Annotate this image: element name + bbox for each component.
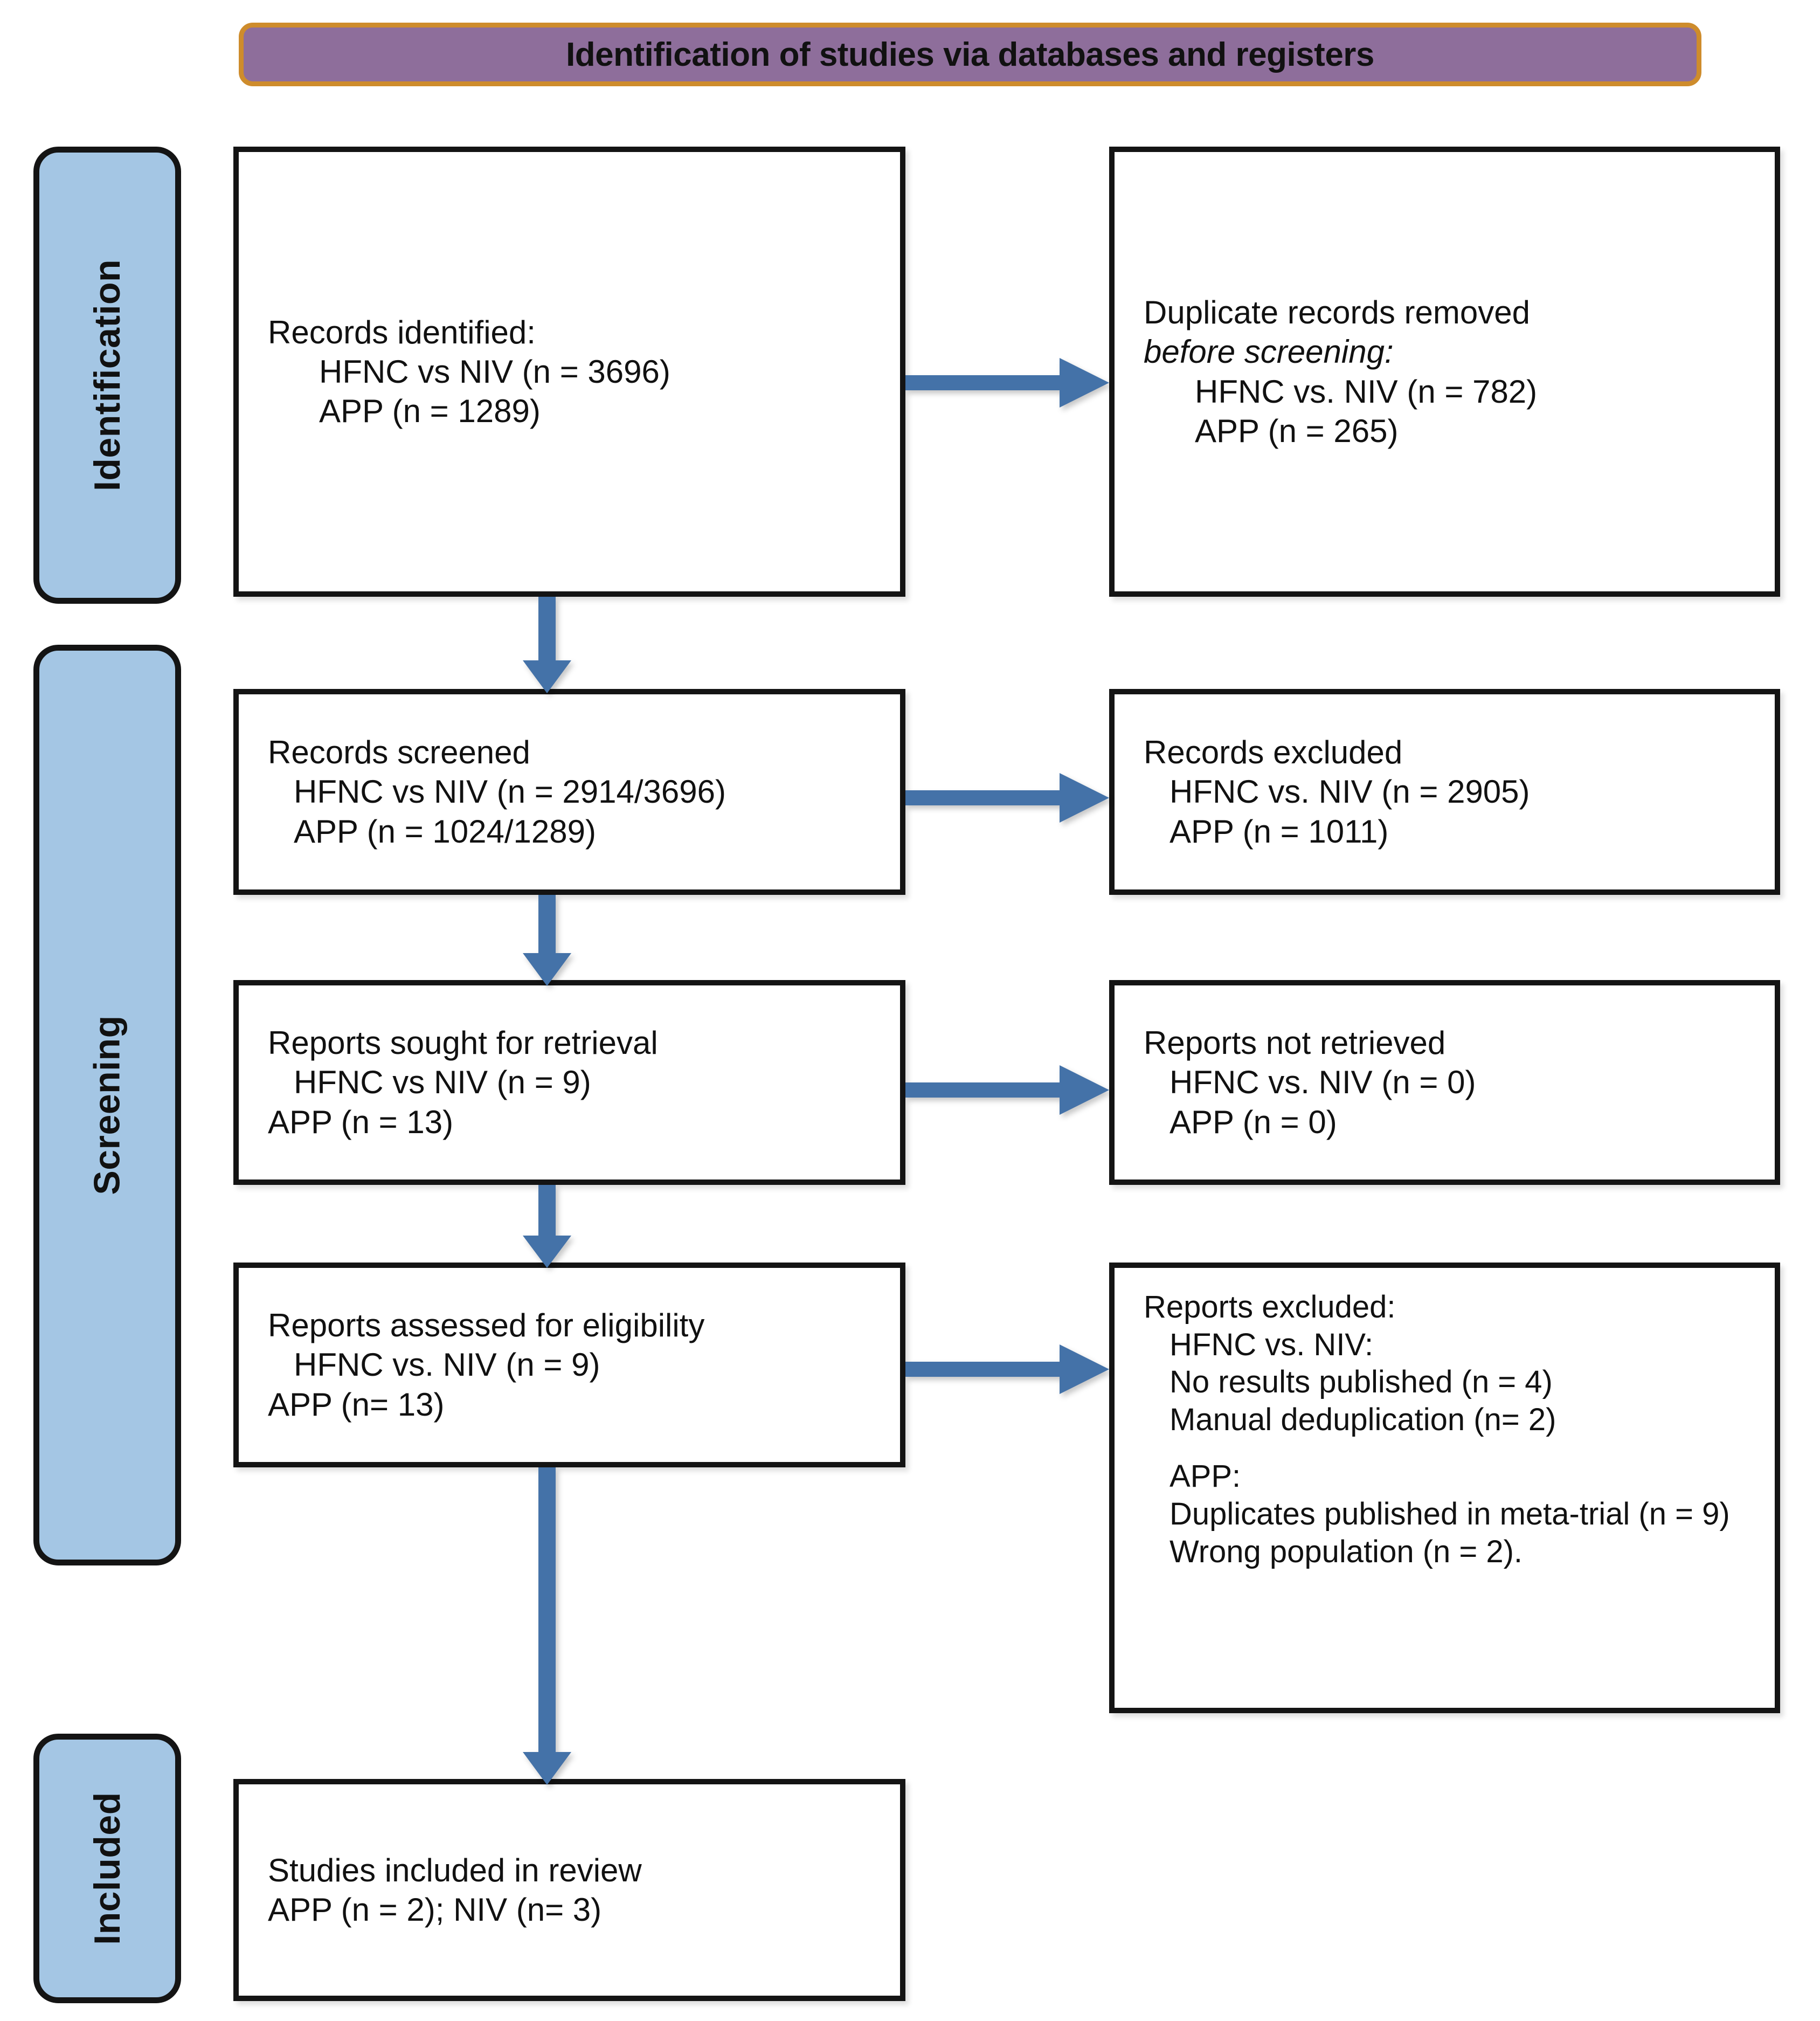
stage-label-identification: Identification bbox=[33, 147, 181, 604]
arrow-down-screened-to-sought bbox=[517, 895, 577, 987]
box-records-screened-app: APP (n = 1024/1289) bbox=[294, 813, 596, 850]
box-reports-assessed-hfnc: HFNC vs. NIV (n = 9) bbox=[294, 1347, 600, 1383]
arrow-right-assessed-to-reports-excluded bbox=[905, 1337, 1110, 1402]
box-records-screened-title: Records screened bbox=[268, 734, 530, 771]
arrow-down-assessed-to-included bbox=[517, 1467, 577, 1785]
box-duplicate-records-removed-title: Duplicate records removed bbox=[1144, 294, 1530, 331]
box-duplicate-records-removed-subtitle: before screening: bbox=[1144, 334, 1394, 370]
box-records-identified-title: Records identified: bbox=[268, 314, 536, 350]
box-reports-excluded-title: Reports excluded: bbox=[1144, 1289, 1396, 1325]
stage-label-identification-text: Identification bbox=[87, 259, 128, 492]
stage-label-screening: Screening bbox=[33, 645, 181, 1565]
arrow-down-sought-to-assessed bbox=[517, 1185, 577, 1268]
box-studies-included-title: Studies included in review bbox=[268, 1852, 642, 1888]
box-reports-excluded-group-app: APP: bbox=[1169, 1459, 1241, 1494]
box-reports-not-retrieved: Reports not retrieved HFNC vs. NIV (n = … bbox=[1109, 980, 1780, 1185]
box-reports-excluded: Reports excluded: HFNC vs. NIV: No resul… bbox=[1109, 1263, 1780, 1713]
box-reports-not-retrieved-title: Reports not retrieved bbox=[1144, 1025, 1446, 1061]
arrow-down-identified-to-screened bbox=[517, 597, 577, 694]
stage-label-included: Included bbox=[33, 1734, 181, 2003]
stage-label-included-text: Included bbox=[87, 1792, 128, 1945]
box-reports-sought-title: Reports sought for retrieval bbox=[268, 1025, 658, 1061]
box-duplicate-records-removed-hfnc: HFNC vs. NIV (n = 782) bbox=[1195, 373, 1538, 410]
box-records-excluded-title: Records excluded bbox=[1144, 734, 1403, 771]
diagram-title: Identification of studies via databases … bbox=[566, 36, 1374, 73]
arrow-right-sought-to-not-retrieved bbox=[905, 1058, 1110, 1122]
box-reports-excluded-hfnc-reason-1: No results published (n = 4) bbox=[1169, 1364, 1553, 1400]
box-reports-excluded-spacer bbox=[1144, 1438, 1764, 1458]
box-records-identified: Records identified: HFNC vs NIV (n = 369… bbox=[233, 147, 905, 597]
box-records-excluded-hfnc: HFNC vs. NIV (n = 2905) bbox=[1169, 774, 1530, 810]
arrow-right-identified-to-duplicates bbox=[905, 350, 1110, 415]
stage-label-screening-text: Screening bbox=[87, 1015, 128, 1195]
box-reports-excluded-group-hfnc: HFNC vs. NIV: bbox=[1169, 1327, 1374, 1362]
arrow-right-screened-to-records-excluded bbox=[905, 765, 1110, 830]
box-reports-excluded-app-reason-1: Duplicates published in meta-trial (n = … bbox=[1169, 1496, 1730, 1532]
box-records-identified-app: APP (n = 1289) bbox=[319, 393, 541, 430]
diagram-header-banner: Identification of studies via databases … bbox=[239, 23, 1701, 86]
box-reports-not-retrieved-hfnc: HFNC vs. NIV (n = 0) bbox=[1169, 1064, 1476, 1101]
box-reports-sought-for-retrieval: Reports sought for retrieval HFNC vs NIV… bbox=[233, 980, 905, 1185]
box-reports-not-retrieved-app: APP (n = 0) bbox=[1169, 1103, 1337, 1140]
box-reports-excluded-app-reason-2: Wrong population (n = 2). bbox=[1169, 1534, 1523, 1569]
box-reports-sought-app: APP (n = 13) bbox=[268, 1103, 454, 1140]
box-studies-included-in-review: Studies included in review APP (n = 2); … bbox=[233, 1779, 905, 2001]
box-records-screened-hfnc: HFNC vs NIV (n = 2914/3696) bbox=[294, 774, 726, 810]
box-studies-included-counts: APP (n = 2); NIV (n= 3) bbox=[268, 1892, 602, 1928]
box-records-excluded: Records excluded HFNC vs. NIV (n = 2905)… bbox=[1109, 689, 1780, 895]
box-reports-excluded-hfnc-reason-2: Manual deduplication (n= 2) bbox=[1169, 1402, 1556, 1437]
box-records-excluded-app: APP (n = 1011) bbox=[1169, 813, 1389, 850]
box-reports-assessed-title: Reports assessed for eligibility bbox=[268, 1307, 705, 1344]
box-reports-sought-hfnc: HFNC vs NIV (n = 9) bbox=[294, 1064, 591, 1101]
box-duplicate-records-removed: Duplicate records removed before screeni… bbox=[1109, 147, 1780, 597]
box-reports-assessed-app: APP (n= 13) bbox=[268, 1386, 445, 1423]
box-reports-assessed-for-eligibility: Reports assessed for eligibility HFNC vs… bbox=[233, 1263, 905, 1467]
box-records-screened: Records screened HFNC vs NIV (n = 2914/3… bbox=[233, 689, 905, 895]
box-duplicate-records-removed-app: APP (n = 265) bbox=[1195, 412, 1399, 449]
box-records-identified-hfnc: HFNC vs NIV (n = 3696) bbox=[319, 353, 670, 390]
